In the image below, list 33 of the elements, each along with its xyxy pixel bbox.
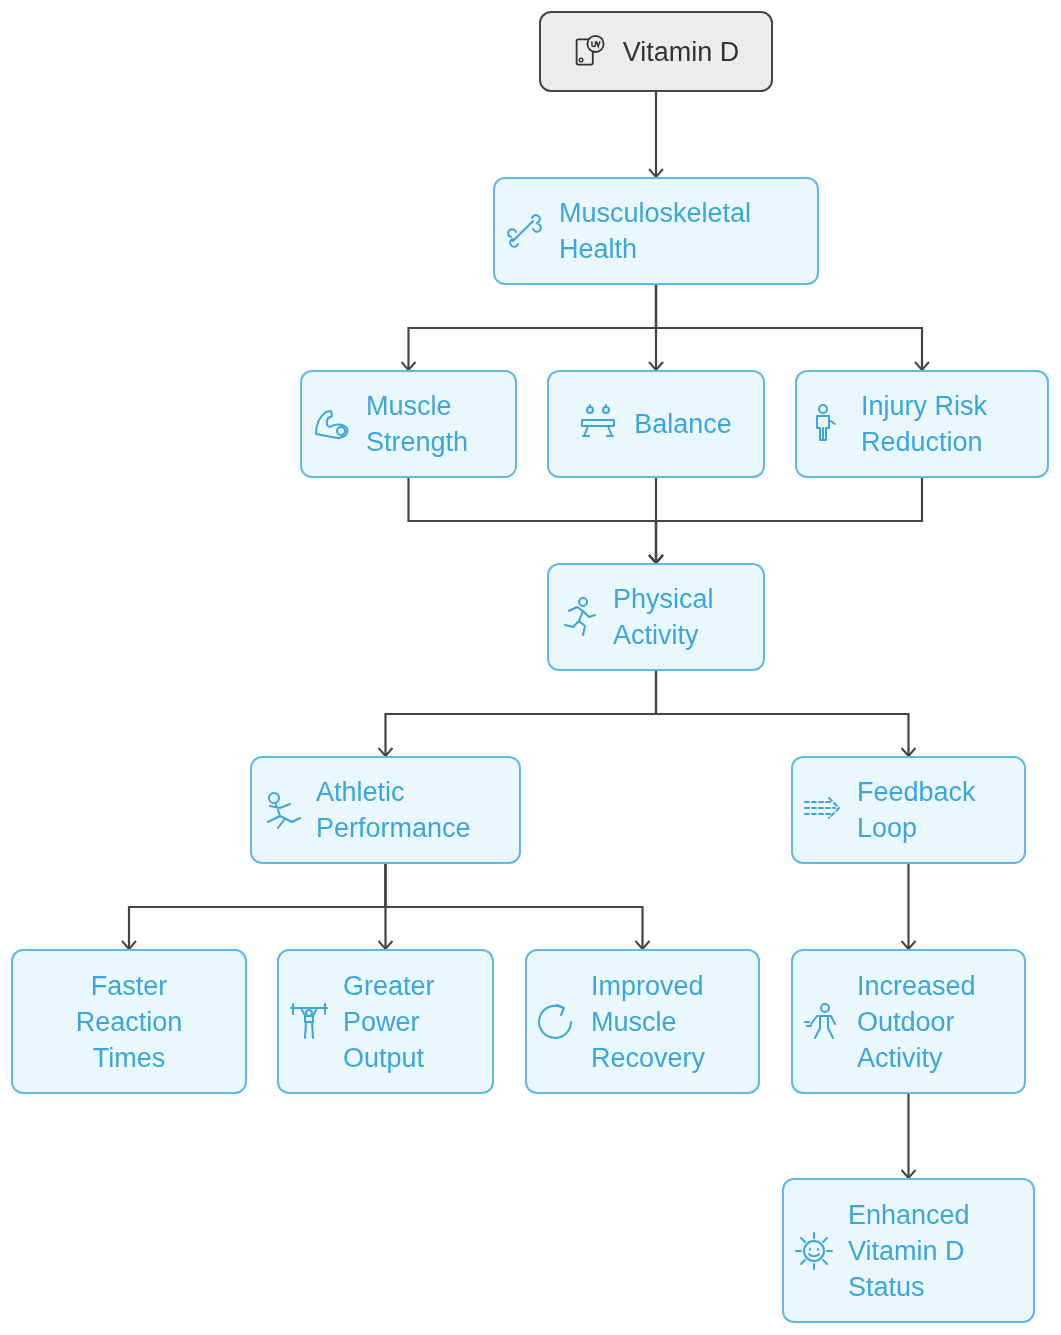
node-label: Improved Muscle Recovery — [591, 969, 707, 1075]
process-box — [277, 949, 494, 1094]
process-box — [547, 563, 765, 671]
arrow — [648, 92, 664, 178]
node-label: Feedback Loop — [857, 776, 977, 845]
start-box — [539, 11, 773, 92]
process-box — [782, 1178, 1035, 1323]
arrow — [654, 671, 917, 757]
arrow — [384, 864, 651, 950]
node-label: Greater Power Output — [343, 969, 436, 1075]
process-box — [493, 177, 819, 285]
arrow — [648, 478, 924, 564]
process-box — [795, 370, 1049, 478]
node-label: Athletic Performance — [316, 776, 472, 845]
node-label: Vitamin D — [622, 35, 740, 69]
arrow — [900, 864, 917, 950]
node-label: Increased Outdoor Activity — [857, 969, 977, 1075]
process-box — [547, 370, 765, 478]
node-label: Physical Activity — [613, 583, 715, 652]
process-box — [525, 949, 760, 1094]
node-label: Enhanced Vitamin D Status — [848, 1198, 971, 1304]
node-label: Musculoskeletal Health — [559, 197, 753, 266]
arrow — [654, 285, 930, 371]
process-box — [11, 949, 247, 1094]
node-label: Faster Reaction Times — [74, 969, 184, 1075]
node-label: Injury Risk Reduction — [861, 390, 989, 459]
process-box — [250, 756, 521, 864]
process-box — [300, 370, 517, 478]
process-box — [791, 756, 1026, 864]
node-label: Muscle Strength — [366, 390, 470, 459]
arrow — [900, 1094, 917, 1179]
process-box — [791, 949, 1026, 1094]
node-label: Balance — [634, 408, 732, 441]
